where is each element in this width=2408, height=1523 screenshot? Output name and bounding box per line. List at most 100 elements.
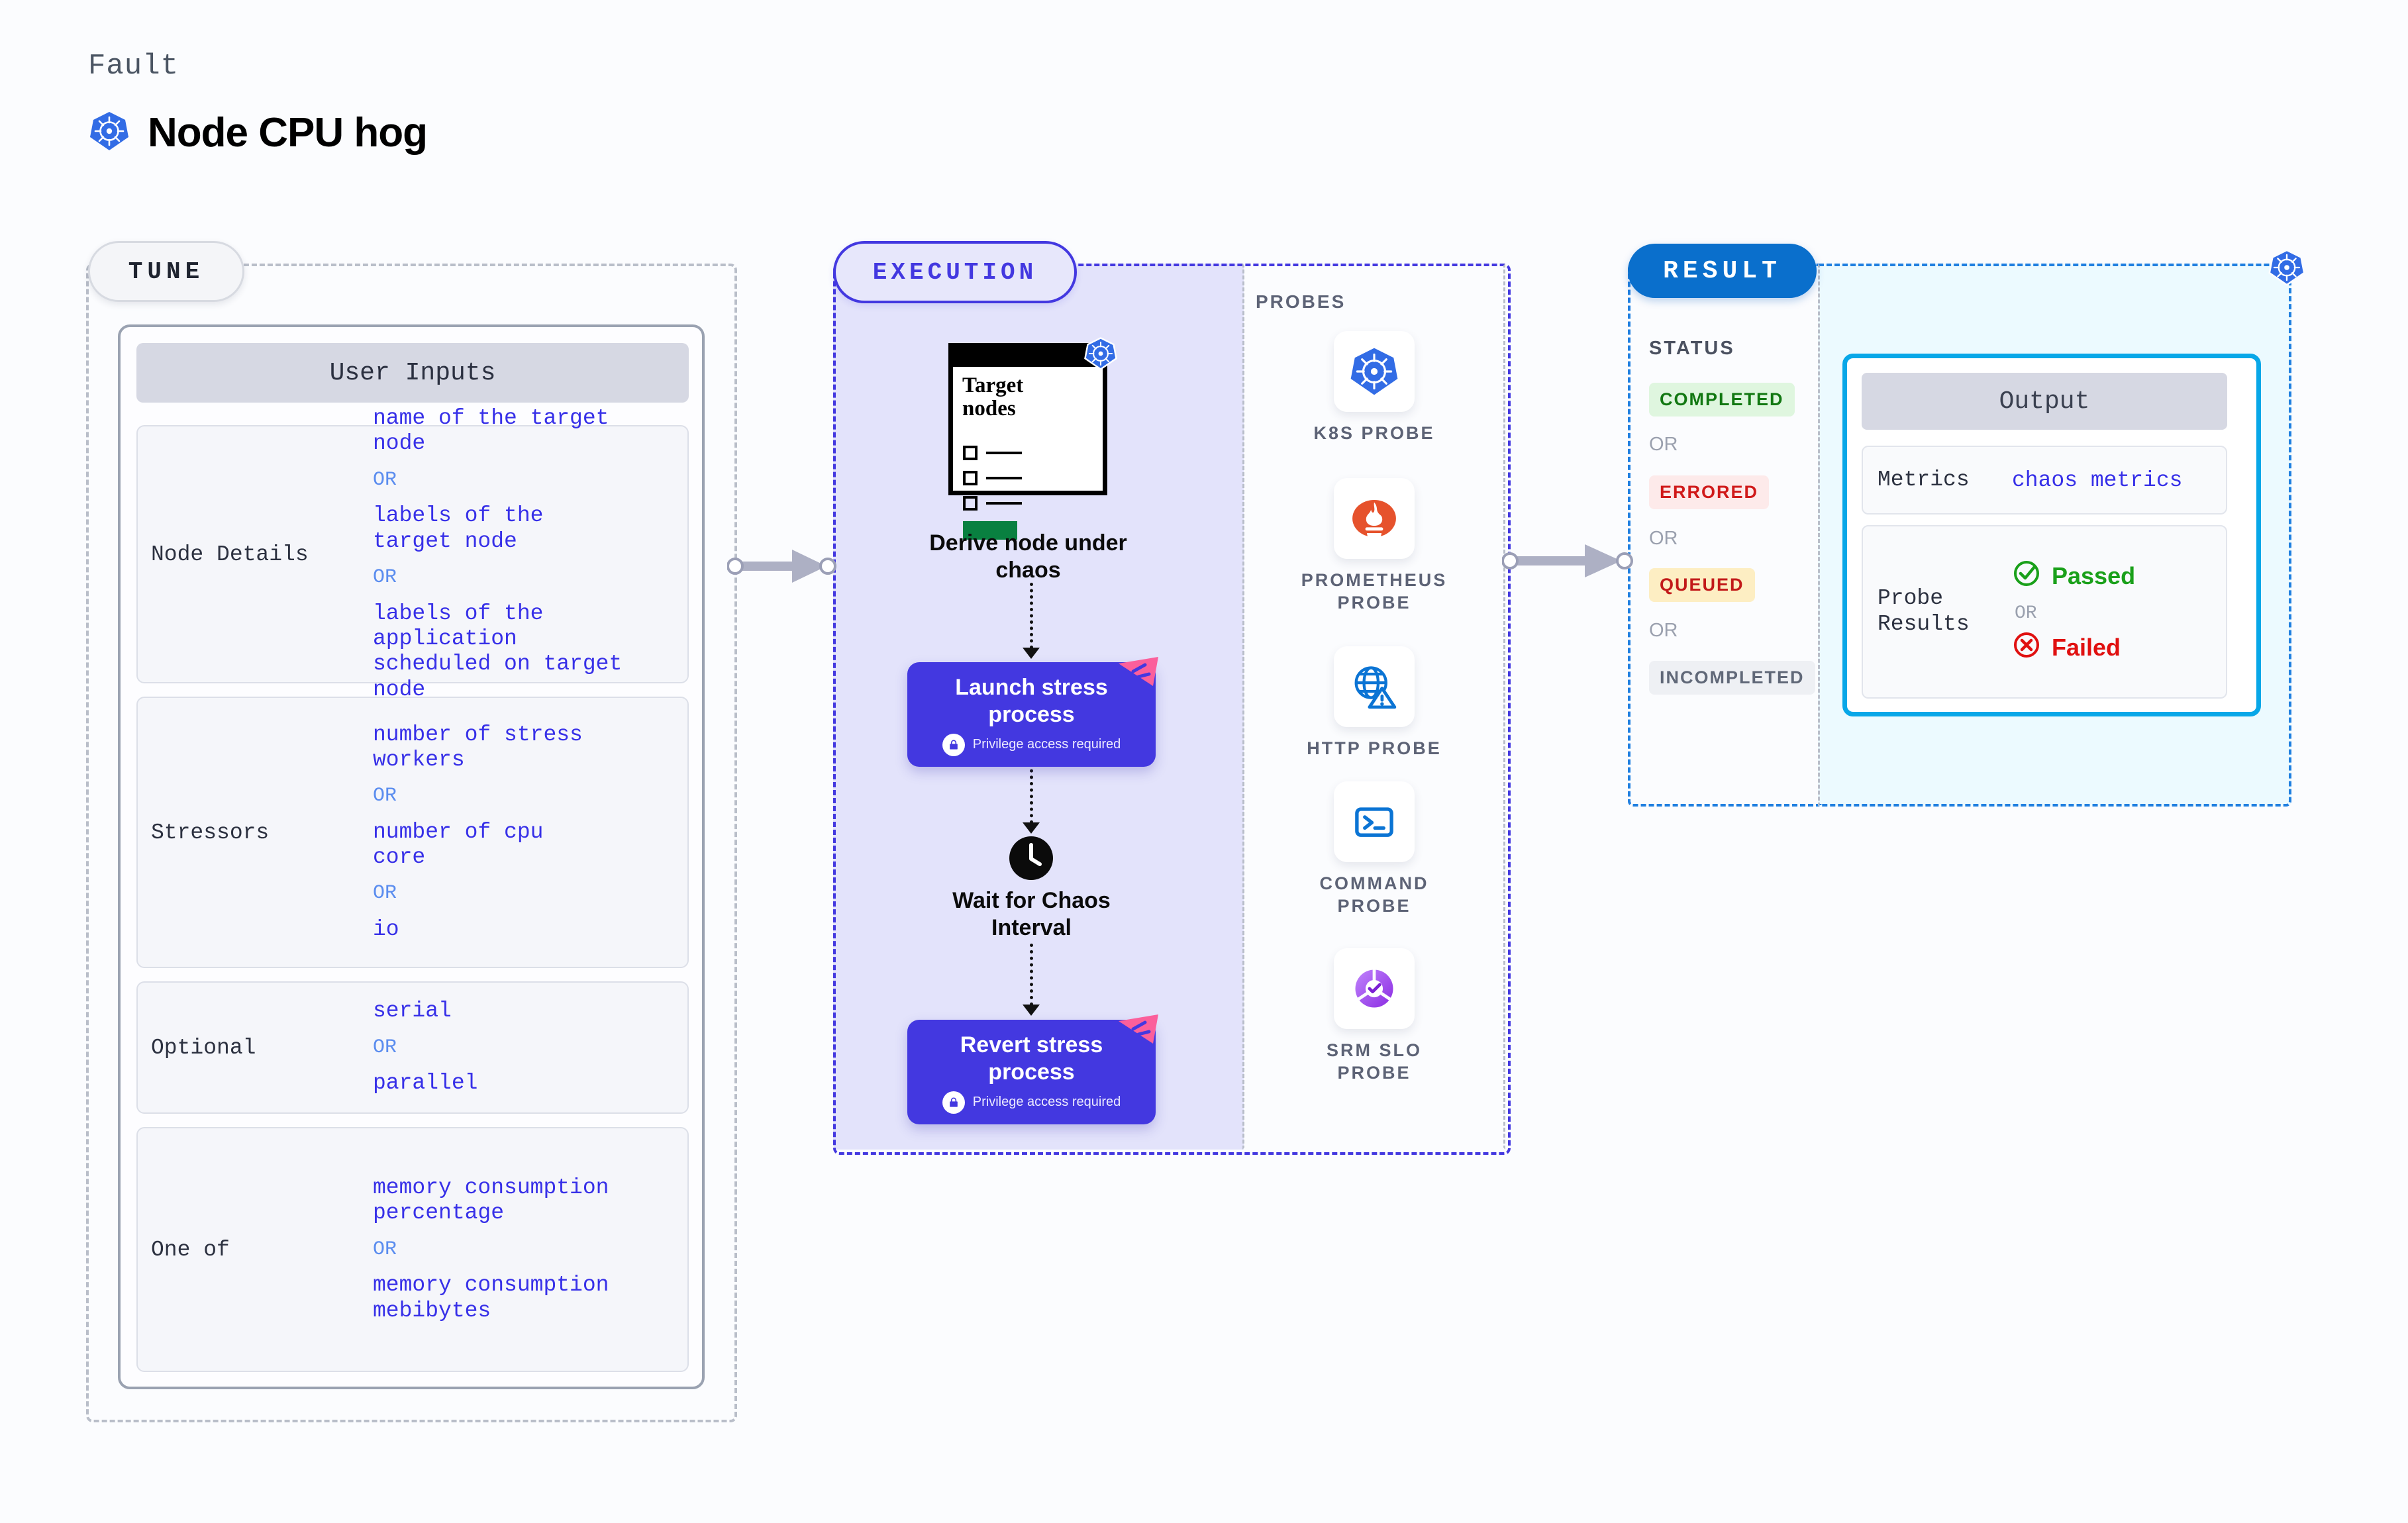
input-group-stressors: Stressors number of stress workers OR nu… (136, 697, 689, 968)
document-green-bar (963, 521, 1017, 540)
or-separator: OR (373, 1036, 397, 1059)
document-checklist-row (963, 496, 1022, 511)
probe-item-command[interactable]: COMMAND PROBE (1298, 781, 1450, 918)
lock-icon (942, 1091, 965, 1114)
kubernetes-icon (1334, 331, 1415, 412)
output-card: Output Metrics chaos metrics Probe Resul… (1842, 354, 2261, 716)
flow-arrow (1023, 648, 1040, 659)
input-value: memory consumption percentage (373, 1175, 609, 1226)
checkbox-icon (963, 446, 978, 460)
input-group-label: One of (151, 1237, 230, 1262)
probe-item-prometheus[interactable]: PROMETHEUS PROBE (1298, 478, 1450, 614)
input-value: io (373, 917, 399, 942)
flow-line (1030, 583, 1033, 649)
page-title: Node CPU hog (148, 110, 428, 156)
probe-item-http[interactable]: HTTP PROBE (1298, 646, 1450, 760)
probe-item-k8s[interactable]: K8S PROBE (1298, 331, 1450, 445)
kubernetes-icon (2268, 248, 2306, 290)
chaos-ribbon-icon (1119, 1014, 1158, 1048)
output-title: Output (1862, 373, 2227, 430)
or-separator: OR (373, 468, 397, 491)
text-line (986, 477, 1022, 479)
derive-node-caption: Derive node under chaos (929, 530, 1127, 583)
status-badge-completed: COMPLETED (1649, 383, 1795, 417)
connector-tune-to-execution (727, 543, 840, 593)
input-value: memory consumption mebibytes (373, 1273, 609, 1323)
tune-section-boundary (86, 264, 737, 1422)
target-nodes-document: Target nodes (948, 343, 1107, 540)
flowbox-title: Launch stress process (955, 675, 1108, 727)
probe-label: SRM SLO PROBE (1326, 1040, 1422, 1083)
prometheus-icon (1334, 478, 1415, 559)
fault-title-row: Node CPU hog (88, 109, 428, 156)
flow-line (1030, 763, 1033, 824)
check-circle-icon (2012, 559, 2041, 594)
input-value: serial (373, 999, 452, 1024)
or-separator: OR (1649, 620, 1678, 641)
output-row-label: Metrics (1878, 467, 1970, 492)
probe-result-passed-label: Passed (2052, 562, 2136, 589)
user-inputs-card: User Inputs Node Details name of the tar… (118, 324, 705, 1389)
text-line (986, 502, 1022, 505)
flow-arrow (1023, 1005, 1040, 1016)
probe-label: K8S PROBE (1313, 423, 1435, 443)
document-checklist-row (963, 471, 1022, 485)
output-row-metrics: Metrics chaos metrics (1862, 446, 2227, 515)
input-group-one-of: One of memory consumption percentage OR … (136, 1127, 689, 1372)
launch-stress-process-node[interactable]: Launch stress process Privilege access r… (907, 657, 1158, 767)
probe-result-failed-label: Failed (2052, 634, 2121, 661)
lock-icon (942, 733, 965, 756)
probe-label: HTTP PROBE (1307, 738, 1442, 758)
input-value: labels of the application scheduled on t… (373, 601, 623, 702)
kubernetes-icon (88, 110, 130, 156)
or-separator: OR (373, 882, 397, 905)
kubernetes-icon (1083, 336, 1118, 374)
flow-arrow (1023, 822, 1040, 834)
or-separator: OR (373, 1238, 397, 1261)
revert-stress-process-node[interactable]: Revert stress process Privilege access r… (907, 1014, 1158, 1124)
probe-result-failed: Failed (2012, 630, 2226, 665)
status-title: STATUS (1649, 338, 1735, 359)
text-line (986, 452, 1022, 454)
output-row-value: chaos metrics (2012, 467, 2183, 493)
tune-stage-pill[interactable]: TUNE (88, 241, 244, 302)
input-group-node-details: Node Details name of the target node OR … (136, 406, 689, 702)
clock-icon (1009, 836, 1053, 880)
or-separator: OR (1649, 528, 1678, 549)
x-circle-icon (2012, 630, 2041, 665)
checkbox-icon (963, 471, 978, 485)
input-value: name of the target node (373, 406, 609, 456)
document-checklist-row (963, 446, 1022, 460)
input-group-label: Node Details (151, 542, 309, 567)
target-nodes-doc-title: Target nodes (962, 373, 1024, 421)
execution-section-boundary (833, 264, 1511, 1155)
or-separator: OR (1649, 434, 1678, 455)
flowbox-subtitle: Privilege access required (972, 1095, 1121, 1110)
flow-line (1030, 944, 1033, 1006)
wait-for-chaos-caption: Wait for Chaos Interval (952, 888, 1111, 941)
document-titlebar (948, 343, 1107, 367)
input-group-label: Optional (151, 1035, 256, 1060)
flowbox-subtitle: Privilege access required (972, 737, 1121, 752)
execution-stage-pill[interactable]: EXECUTION (833, 241, 1077, 303)
probes-column-boundary (1242, 264, 1505, 1150)
probe-item-srm-slo[interactable]: SRM SLO PROBE (1298, 948, 1450, 1085)
input-value: labels of the target node (373, 503, 544, 554)
or-separator: OR (373, 566, 397, 589)
input-value: parallel (373, 1071, 478, 1096)
result-stage-pill[interactable]: RESULT (1628, 244, 1817, 298)
input-group-optional: Optional serial OR parallel (136, 981, 689, 1114)
probe-result-passed: Passed (2012, 559, 2226, 594)
input-value: number of stress workers (373, 722, 583, 772)
or-separator: OR (2015, 603, 2037, 624)
fault-eyebrow-label: Fault (88, 50, 179, 83)
output-row-probe-results: Probe Results Passed OR (1862, 525, 2227, 699)
slo-gauge-icon (1334, 948, 1415, 1029)
checkbox-icon (963, 496, 978, 511)
status-badge-errored: ERRORED (1649, 475, 1770, 509)
status-badge-queued: QUEUED (1649, 568, 1755, 602)
globe-warning-icon (1334, 646, 1415, 727)
or-separator: OR (373, 785, 397, 808)
probe-label: PROMETHEUS PROBE (1301, 570, 1448, 613)
connector-execution-to-result (1501, 538, 1641, 587)
